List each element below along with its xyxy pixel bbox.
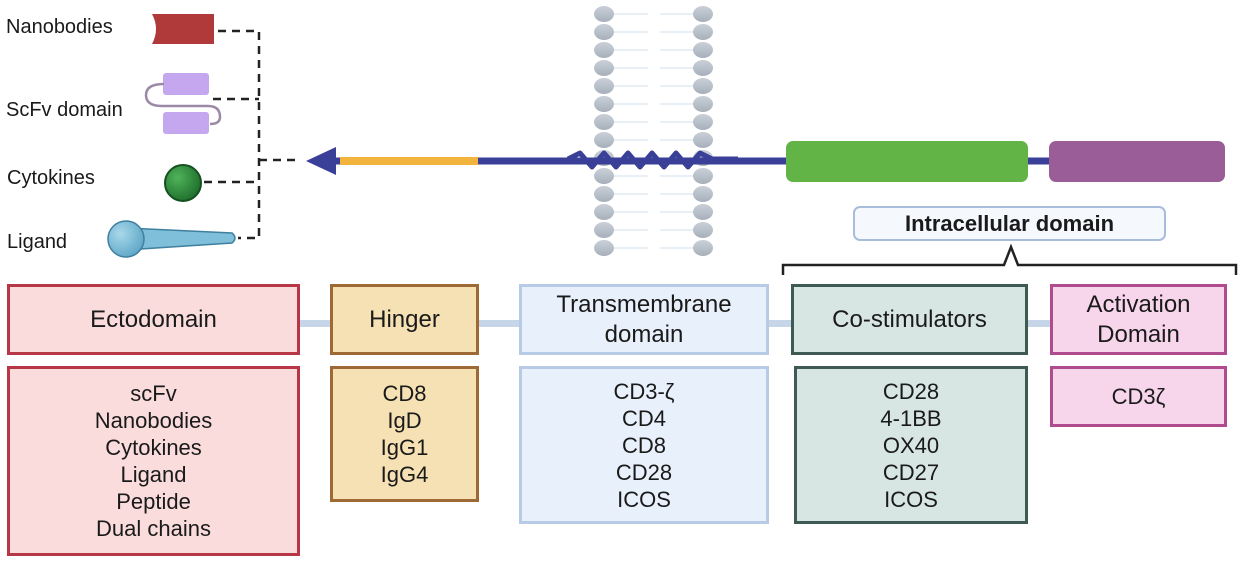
lipid-head (594, 114, 614, 130)
activation-block (1049, 141, 1225, 182)
header-connector (769, 320, 791, 327)
lipid-head (693, 42, 713, 58)
lipid-head (594, 132, 614, 148)
scfv-icon (144, 73, 222, 134)
component-connectors (204, 29, 298, 240)
header-connector (300, 320, 330, 327)
lipid-head (693, 132, 713, 148)
lipid-head (594, 204, 614, 220)
label-nanobodies: Nanobodies (6, 16, 113, 38)
hinge-list: CD8 IgD IgG1 IgG4 (330, 366, 479, 502)
costimulators-header: Co-stimulators (791, 284, 1028, 355)
activation-title-line2: Domain (1097, 320, 1180, 348)
list-item: scFv (130, 381, 177, 406)
list-item: Dual chains (96, 516, 211, 541)
nanobody-icon (152, 14, 214, 44)
costimulators-list: CD28 4-1BB OX40 CD27 ICOS (794, 366, 1028, 524)
ectodomain-title: Ectodomain (90, 305, 217, 333)
lipid-head (693, 204, 713, 220)
lipid-head (594, 186, 614, 202)
car-structure-diagram (107, 6, 1238, 275)
list-item: CD8 (382, 381, 427, 406)
lipid-head (693, 24, 713, 40)
costimulatory-block (786, 141, 1028, 182)
lipid-head (693, 240, 713, 256)
activation-header: Activation Domain (1050, 284, 1227, 355)
transmembrane-title-line2: domain (604, 320, 684, 348)
lipid-head (693, 78, 713, 94)
lipid-head (693, 114, 713, 130)
hinge-header: Hinger (330, 284, 479, 355)
list-item: IgD (387, 408, 422, 433)
lipid-head (693, 6, 713, 22)
list-item: OX40 (882, 432, 940, 458)
list-item: CD28 (615, 459, 673, 485)
header-connector (479, 320, 520, 327)
intracellular-bracket (781, 243, 1238, 275)
lipid-head (594, 42, 614, 58)
ectodomain-list: scFv Nanobodies Cytokines Ligand Peptide… (7, 366, 300, 556)
lipid-head (594, 24, 614, 40)
lipid-head (594, 78, 614, 94)
lipid-head (693, 168, 713, 184)
costimulators-title: Co-stimulators (832, 305, 987, 333)
lipid-head (594, 222, 614, 238)
list-item: Nanobodies (94, 408, 213, 433)
list-item: Peptide (116, 489, 191, 514)
transmembrane-list: CD3-ζ CD4 CD8 CD28 ICOS (519, 366, 769, 524)
lipid-head (693, 96, 713, 112)
list-item: ICOS (884, 486, 938, 512)
lipid-head (594, 168, 614, 184)
transmembrane-header: Transmembrane domain (519, 284, 769, 355)
label-ligand: Ligand (7, 231, 68, 253)
list-item: Cytokines (105, 435, 202, 460)
cell-membrane (594, 6, 713, 256)
arrowhead-icon (306, 147, 336, 175)
transmembrane-helix (566, 150, 738, 170)
transmembrane-title-line1: Transmembrane (556, 290, 732, 318)
hinge-title: Hinger (369, 305, 440, 333)
list-item: ICOS (617, 486, 671, 512)
ligand-icon (107, 220, 236, 258)
lipid-head (594, 6, 614, 22)
list-item: IgG4 (380, 462, 429, 487)
list-item: CD28 (882, 378, 940, 404)
activation-title-line1: Activation (1086, 290, 1191, 318)
label-scfv: ScFv domain (6, 99, 123, 121)
list-item: CD4 (621, 405, 666, 431)
lipid-head (594, 240, 614, 256)
lipid-head (693, 186, 713, 202)
lipid-head (693, 222, 713, 238)
cytokine-icon (164, 164, 202, 202)
list-item: IgG1 (380, 435, 429, 460)
lipid-head (693, 60, 713, 76)
activation-list: CD3ζ (1050, 366, 1227, 427)
header-connector (1028, 320, 1050, 327)
ectodomain-header: Ectodomain (7, 284, 300, 355)
intracellular-domain-label: Intracellular domain (853, 206, 1166, 241)
car-receptor (306, 141, 1225, 182)
list-item: CD3-ζ (613, 378, 675, 404)
lipid-head (594, 60, 614, 76)
list-item: CD8 (621, 432, 666, 458)
label-cytokines: Cytokines (7, 167, 95, 189)
list-item: CD27 (882, 459, 940, 485)
list-item: CD3ζ (1111, 384, 1166, 409)
lipid-head (594, 96, 614, 112)
list-item: Ligand (120, 462, 187, 487)
list-item: 4-1BB (880, 405, 942, 431)
